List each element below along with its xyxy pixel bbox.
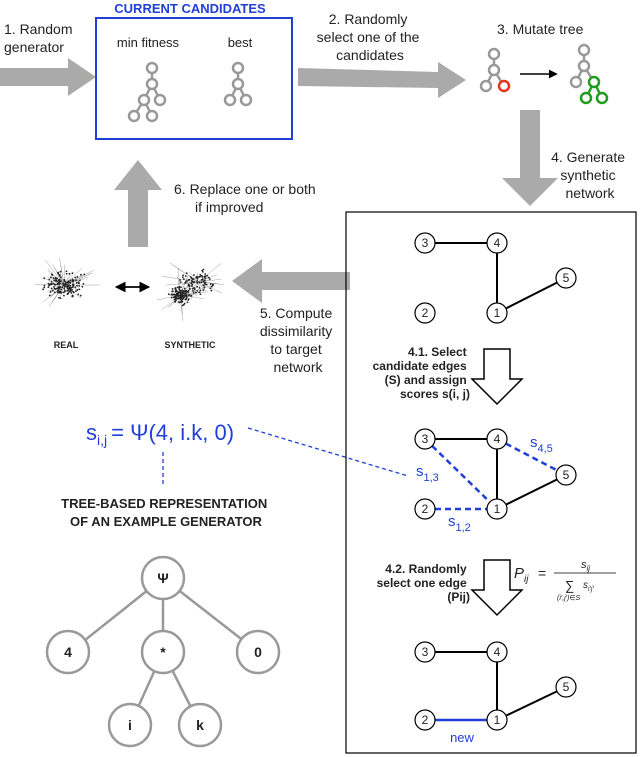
arrow-mutate-to-generate	[502, 110, 558, 206]
tree-node-4-label: 4	[64, 644, 72, 660]
svg-text:(i′,j′)∈S: (i′,j′)∈S	[557, 595, 580, 602]
formula-dashed-connector-horizontal	[247, 427, 409, 477]
step-4-label: 4. Generate synthetic network	[551, 149, 629, 201]
svg-text:Pij: Pij	[514, 565, 529, 585]
arrow-generator-to-candidates	[0, 58, 96, 96]
tree-caption: TREE-BASED REPRESENTATION OF AN EXAMPLE …	[61, 496, 271, 529]
step-1-label: 1. Random generator	[4, 21, 76, 55]
synthetic-network-image	[156, 262, 225, 321]
g3-node-1: 1	[494, 713, 501, 727]
probability-formula: Pij = sij ∑ si′j′ (i′,j′)∈S	[514, 559, 616, 602]
generation-panel	[345, 211, 637, 754]
substep-4-1-label: 4.1. Select candidate edges (S) and assi…	[373, 345, 470, 401]
network-graph-final: 3 4 5 2 1 new	[414, 641, 577, 745]
tree-node-0-label: 0	[254, 644, 262, 660]
tree-node-root	[140, 555, 186, 601]
g2-node-4: 4	[494, 432, 501, 446]
g2-node-2: 2	[422, 502, 429, 516]
candidates-title: CURRENT CANDIDATES	[114, 1, 266, 16]
g1-node-1: 1	[494, 306, 501, 320]
substep-4-2-label: 4.2. Randomly select one edge (Pij)	[377, 562, 470, 604]
step-3-label: 3. Mutate tree	[497, 21, 584, 37]
tree-node-i	[107, 702, 153, 748]
candidate-edge-4-5	[496, 437, 567, 477]
g3-node-2: 2	[422, 713, 429, 727]
current-candidates-panel: CURRENT CANDIDATES min fitness best	[95, 1, 293, 140]
generator-formula: si,j= Ψ(4, i.k, 0)	[86, 420, 234, 448]
min-fitness-label: min fitness	[117, 35, 180, 50]
g3-node-5: 5	[563, 680, 570, 694]
tree-node-i-label: i	[128, 717, 132, 733]
hollow-down-arrow-1	[470, 348, 524, 406]
example-generator-tree: Ψ 4 * 0 i k	[45, 555, 281, 748]
best-tree-icon	[223, 61, 253, 107]
step-6-label: 6. Replace one or both if improved	[174, 181, 320, 215]
svg-text:=: =	[538, 565, 546, 581]
g1-node-4: 4	[494, 236, 501, 250]
svg-text:∑: ∑	[565, 578, 574, 593]
g3-node-3: 3	[422, 645, 429, 659]
gray-arrows	[0, 58, 558, 303]
min-fitness-tree-icon	[127, 61, 167, 123]
candidate-edge-1-3	[424, 438, 498, 510]
g2-node-5: 5	[563, 468, 570, 482]
g3-node-4: 4	[494, 645, 501, 659]
network-graph-initial: 3 4 5 2 1	[414, 232, 577, 324]
g2-node-1: 1	[494, 502, 501, 516]
tree-node-multiply	[140, 629, 186, 675]
g1-node-3: 3	[422, 236, 429, 250]
score-s12: s1,2	[448, 513, 471, 534]
tree-node-root-label: Ψ	[157, 570, 168, 586]
tree-node-k-label: k	[196, 717, 204, 733]
g1-node-5: 5	[563, 271, 570, 285]
score-s45: s4,5	[530, 434, 553, 455]
tree-after-mutation-icon	[569, 43, 609, 105]
score-s13: s1,3	[416, 463, 439, 484]
g2-node-3: 3	[422, 432, 429, 446]
real-network-image	[34, 257, 100, 307]
tree-before-mutation-icon	[479, 47, 511, 93]
step-2-label: 2. Randomly select one of the candidates	[317, 11, 424, 63]
svg-text:si′j′: si′j′	[583, 580, 594, 593]
step-5-label: 5. Compute dissimilarity to target netwo…	[260, 305, 336, 375]
best-label: best	[228, 35, 253, 50]
real-network-label: REAL	[54, 340, 79, 350]
arrow-replace-candidates	[114, 160, 162, 247]
arrow-candidates-to-mutate	[298, 62, 466, 98]
arrow-network-to-compare	[232, 259, 350, 303]
g1-node-2: 2	[422, 306, 429, 320]
network-graph-candidates: 3 4 5 2 1 s1,3 s4,5 s1,2	[414, 428, 577, 534]
tree-node-multiply-label: *	[160, 644, 166, 660]
new-edge-label: new	[450, 730, 474, 745]
tree-node-k	[177, 702, 223, 748]
tree-node-0	[235, 629, 281, 675]
tree-node-4	[45, 629, 91, 675]
synthetic-network-label: SYNTHETIC	[164, 340, 216, 350]
hollow-down-arrow-2	[470, 559, 524, 617]
svg-text:sij: sij	[581, 559, 590, 573]
